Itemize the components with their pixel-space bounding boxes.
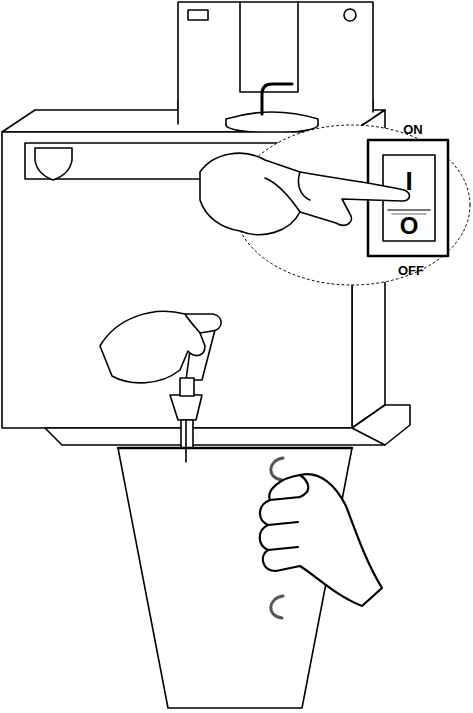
cup-rim [118, 447, 352, 450]
body-front [2, 132, 352, 428]
tray-edge [352, 428, 385, 445]
switch-symbol: O [400, 214, 419, 238]
finger-lines [268, 475, 308, 550]
tap-stem [180, 378, 194, 396]
indicator-lamp [344, 9, 356, 21]
lid-handle [262, 84, 292, 114]
pointing-hand [200, 153, 409, 234]
drip-tray [45, 405, 410, 445]
lever-hand [100, 311, 221, 383]
hand-detail [265, 172, 310, 212]
tap-body [170, 395, 202, 420]
top-unit-edge [178, 100, 373, 124]
rocker-divider [388, 209, 430, 211]
top-unit [178, 2, 373, 124]
lid [226, 112, 318, 125]
switch-state-label: ON [403, 123, 423, 136]
center-panel [240, 2, 298, 92]
hand-detail [185, 314, 200, 333]
logo-shield [35, 148, 72, 180]
switch-state-label: OFF [398, 264, 424, 277]
indicator-window [188, 10, 208, 20]
tap-spout-edge [185, 420, 187, 462]
holding-hand [260, 474, 382, 606]
switch-symbol: I [405, 168, 412, 194]
